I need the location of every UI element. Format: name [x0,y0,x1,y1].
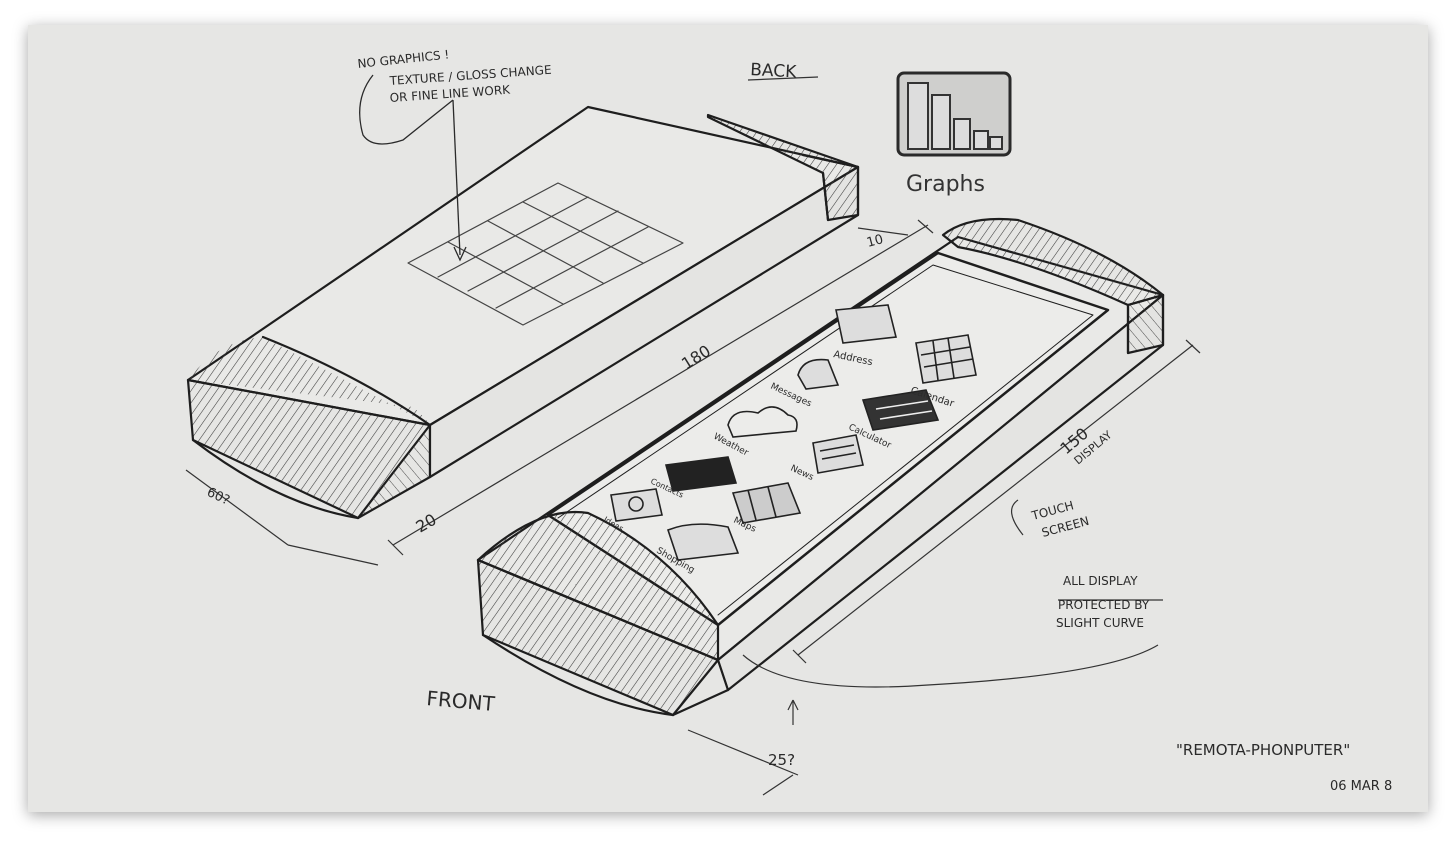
note-top-line-2: TEXTURE / GLOSS CHANGE [388,63,552,88]
binder-icon [835,304,897,344]
note-top-line-1: NO GRAPHICS ! [357,47,450,71]
newspaper-icon [812,434,864,474]
graphs-label: Graphs [906,172,985,197]
date-note: 06 MAR 8 [1330,779,1392,794]
mailbox-icon [797,358,840,390]
display-note-line-1: ALL DISPLAY [1063,574,1138,588]
display-note-line-2: PROTECTED BY [1058,598,1150,612]
dim-back-length: 180 [678,341,714,373]
back-label: BACK [750,60,798,82]
lightbulb-icon [610,488,663,522]
app-icons [610,304,977,561]
title-note: "REMOTA-PHONPUTER" [1176,741,1350,759]
sketch-frame: BACK NO GRAPHICS ! TEXTURE / GLOSS CHANG… [28,25,1428,812]
dim-front-top: 10 [865,232,885,251]
map-icon [731,482,802,524]
shopping-bag-icon [667,523,740,561]
weather-icon [727,406,798,438]
dim-back-depth: 20 [413,510,440,537]
annotation-arrow [359,74,467,262]
calculator-icon [861,389,940,431]
back-device [186,105,860,520]
dim-front-height: 25? [768,751,795,769]
back-dimension-lines [185,219,934,566]
display-note-line-3: SLIGHT CURVE [1056,616,1144,630]
calendar-icon [915,334,977,384]
dim-back-width: 60? [204,485,232,509]
graphs-icon [896,71,1012,157]
front-dimension-lines [687,227,1201,796]
front-label: FRONT [426,686,497,716]
sketch-drawing: BACK NO GRAPHICS ! TEXTURE / GLOSS CHANG… [185,47,1392,796]
contact-card-icon [664,456,738,492]
